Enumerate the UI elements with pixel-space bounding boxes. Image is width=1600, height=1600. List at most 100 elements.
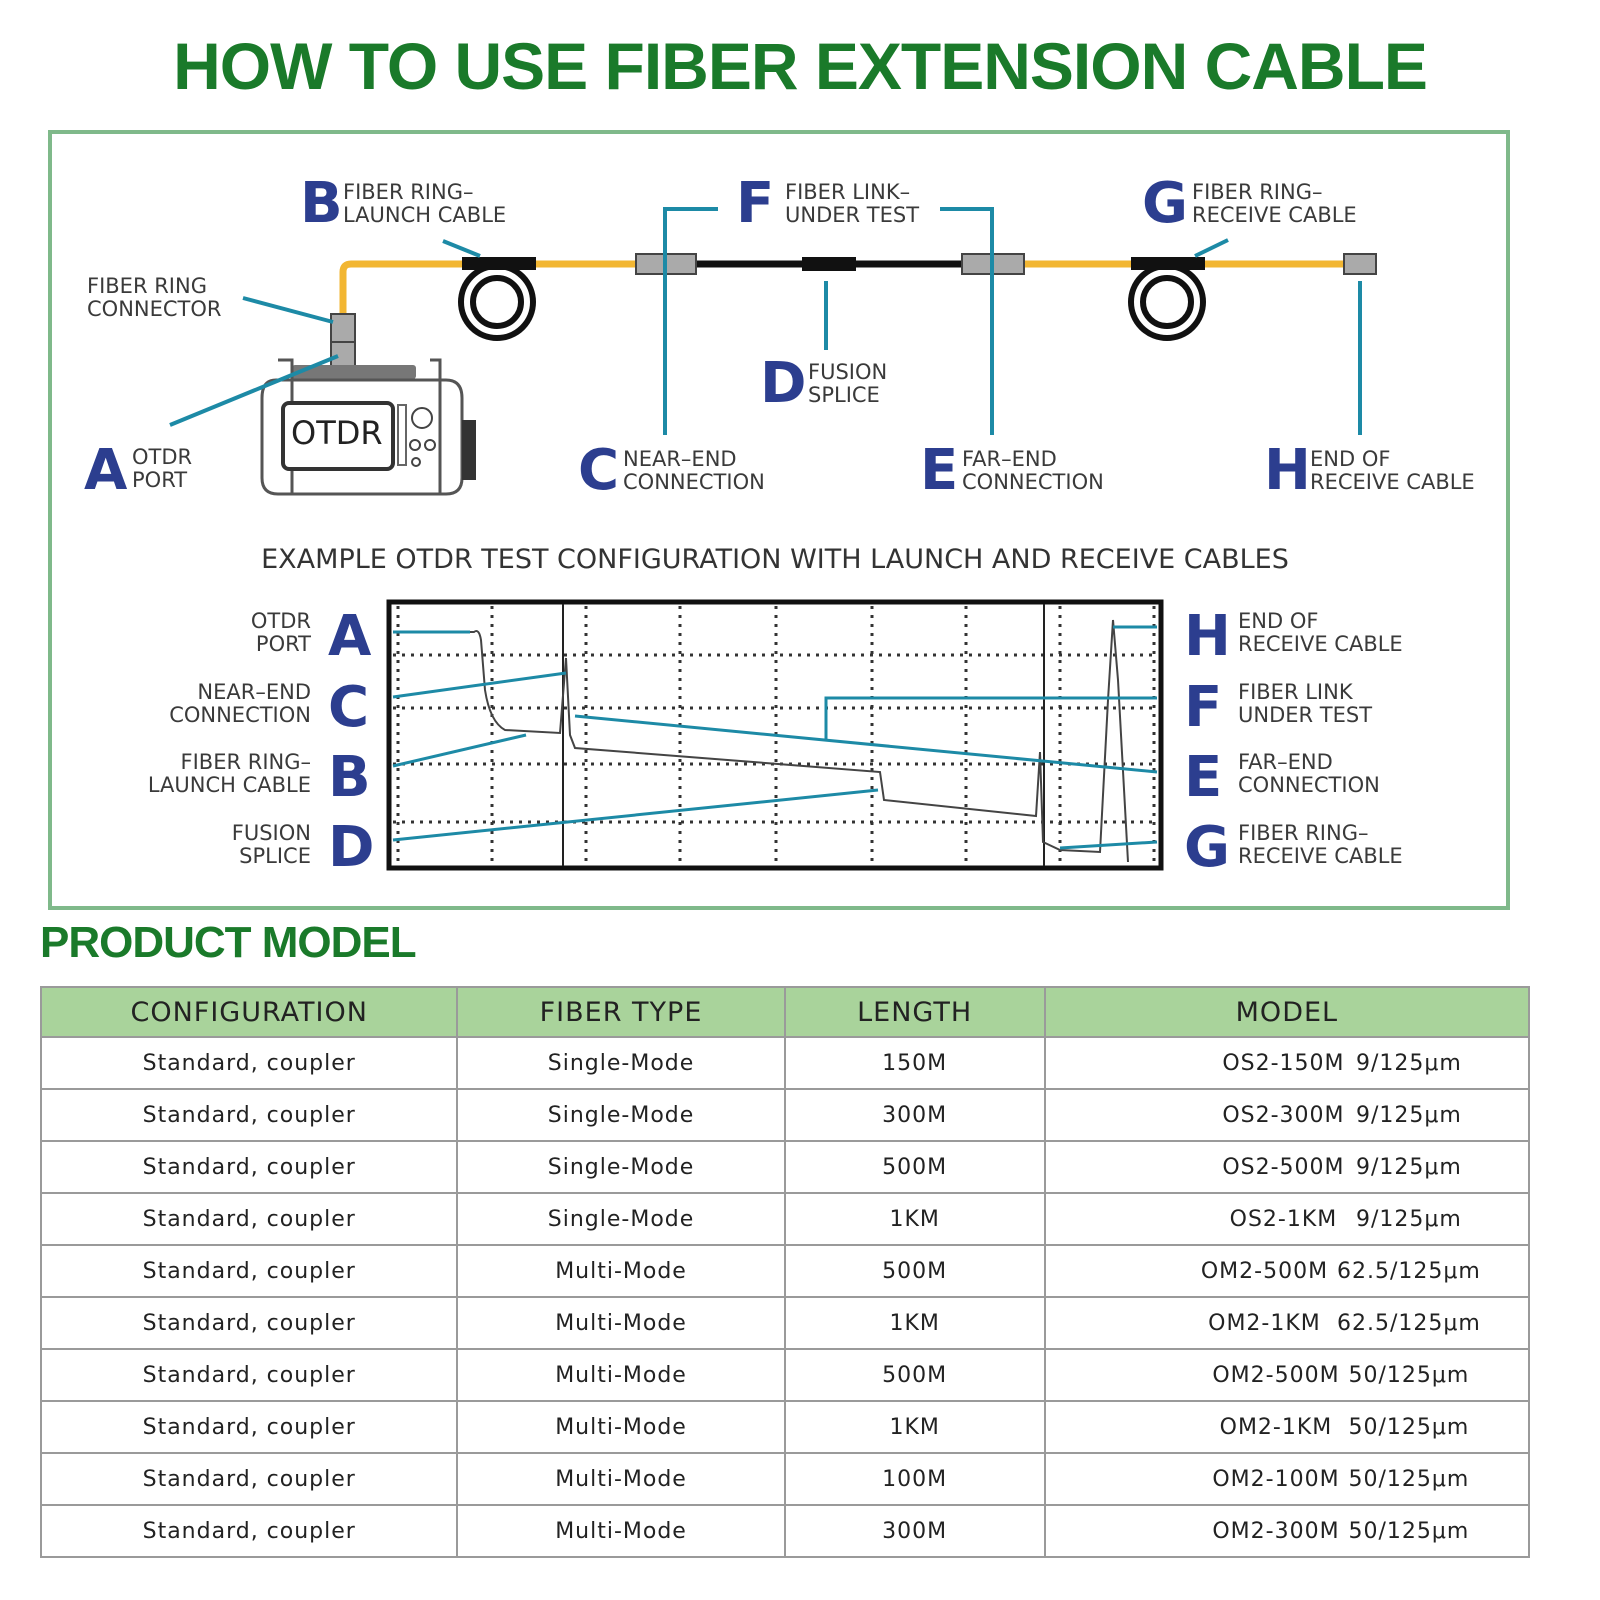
table-row: Standard, coupler Multi-Mode 100M OM2-10… xyxy=(39,1452,1531,1506)
launch-cable-ring xyxy=(458,257,536,341)
callout-a-line1: OTDR xyxy=(132,445,192,469)
cell-length: 500M xyxy=(783,1244,1046,1298)
callout-d-line2: SPLICE xyxy=(808,383,880,407)
table-row: Standard, coupler Single-Mode 300M OS2-3… xyxy=(39,1088,1531,1142)
trace-h-line2: RECEIVE CABLE xyxy=(1238,632,1403,656)
trace-d-letter: D xyxy=(328,815,374,880)
near-end-connector xyxy=(635,253,697,275)
model-code: OM2-300M xyxy=(1212,1518,1340,1544)
model-spec: 9/125μm xyxy=(1355,1102,1462,1128)
table-header-row: CONFIGURATION FIBER TYPE LENGTH MODEL xyxy=(39,986,1531,1038)
otdr-diagram: OTDR B FIBER RING– LAUNCH CABLE F FIBER … xyxy=(84,171,1475,880)
cell-fiber-type: Multi-Mode xyxy=(456,1348,786,1402)
cell-length: 150M xyxy=(783,1036,1046,1090)
model-spec: 62.5/125μm xyxy=(1336,1310,1481,1336)
cell-length: 500M xyxy=(783,1140,1046,1194)
cell-fiber-type: Single-Mode xyxy=(456,1192,786,1246)
callout-f-letter: F xyxy=(736,171,774,236)
cell-fiber-type: Multi-Mode xyxy=(456,1504,786,1558)
cell-length: 1KM xyxy=(783,1296,1046,1350)
callout-d-line1: FUSION xyxy=(808,360,887,384)
cell-model: OM2-500M 50/125μm xyxy=(1043,1348,1531,1402)
callout-h-letter: H xyxy=(1264,438,1311,503)
trace-b-line1: FIBER RING– xyxy=(181,750,311,774)
cell-length: 300M xyxy=(783,1088,1046,1142)
table-row: Standard, coupler Single-Mode 1KM OS2-1K… xyxy=(39,1192,1531,1246)
trace-a-line1: OTDR xyxy=(251,609,311,633)
cell-config: Standard, coupler xyxy=(39,1348,459,1402)
cell-fiber-type: Multi-Mode xyxy=(456,1400,786,1454)
callout-d-letter: D xyxy=(760,351,806,416)
table-row: Standard, coupler Multi-Mode 500M OM2-50… xyxy=(39,1348,1531,1402)
callout-leaders xyxy=(169,207,1362,435)
cell-model: OM2-500M 62.5/125μm xyxy=(1043,1244,1531,1298)
callout-b-line1: FIBER RING– xyxy=(343,180,473,204)
model-code: OM2-1KM xyxy=(1219,1414,1333,1440)
model-code: OS2-500M xyxy=(1222,1154,1345,1180)
model-code: OS2-150M xyxy=(1222,1050,1345,1076)
product-model-heading: PRODUCT MODEL xyxy=(40,918,417,967)
trace-h-letter: H xyxy=(1184,604,1231,669)
header-model: MODEL xyxy=(1043,986,1531,1038)
trace-b-line2: LAUNCH CABLE xyxy=(148,773,311,797)
cell-config: Standard, coupler xyxy=(39,1452,459,1506)
model-spec: 50/125μm xyxy=(1348,1518,1470,1544)
cell-fiber-type: Single-Mode xyxy=(456,1088,786,1142)
trace-a-line2: PORT xyxy=(256,632,311,656)
callout-c-line1: NEAR–END xyxy=(623,447,737,471)
trace-a-letter: A xyxy=(328,604,372,669)
header-length: LENGTH xyxy=(783,986,1046,1038)
model-code: OS2-300M xyxy=(1222,1102,1345,1128)
model-spec: 50/125μm xyxy=(1348,1362,1470,1388)
cell-config: Standard, coupler xyxy=(39,1504,459,1558)
cell-fiber-type: Multi-Mode xyxy=(456,1296,786,1350)
table-row: Standard, coupler Multi-Mode 1KM OM2-1KM… xyxy=(39,1400,1531,1454)
callout-h-line1: END OF xyxy=(1310,447,1390,471)
callout-e-letter: E xyxy=(920,438,958,503)
cell-length: 300M xyxy=(783,1504,1046,1558)
callout-f-line1: FIBER LINK– xyxy=(785,180,910,204)
trace-d-line2: SPLICE xyxy=(239,844,311,868)
table-row: Standard, coupler Multi-Mode 1KM OM2-1KM… xyxy=(39,1296,1531,1350)
page-title: HOW TO USE FIBER EXTENSION CABLE xyxy=(173,29,1428,103)
header-configuration: CONFIGURATION xyxy=(39,986,459,1038)
callout-c-line2: CONNECTION xyxy=(623,470,765,494)
table-row: Standard, coupler Single-Mode 150M OS2-1… xyxy=(39,1036,1531,1090)
cell-length: 500M xyxy=(783,1348,1046,1402)
cell-fiber-type: Single-Mode xyxy=(456,1036,786,1090)
callout-e-line2: CONNECTION xyxy=(962,470,1104,494)
model-code: OS2-1KM xyxy=(1229,1206,1338,1232)
launch-cable-line xyxy=(339,260,640,318)
cell-length: 1KM xyxy=(783,1192,1046,1246)
trace-c-line1: NEAR–END xyxy=(197,680,311,704)
model-spec: 50/125μm xyxy=(1348,1466,1470,1492)
table-row: Standard, coupler Multi-Mode 300M OM2-30… xyxy=(39,1504,1531,1558)
model-code: OM2-500M xyxy=(1212,1362,1340,1388)
cell-fiber-type: Multi-Mode xyxy=(456,1452,786,1506)
trace-f-line1: FIBER LINK xyxy=(1238,680,1354,704)
callout-b-line2: LAUNCH CABLE xyxy=(343,203,506,227)
table-row: Standard, coupler Multi-Mode 500M OM2-50… xyxy=(39,1244,1531,1298)
connector-label-line1: FIBER RING xyxy=(87,274,207,298)
cell-length: 100M xyxy=(783,1452,1046,1506)
cell-fiber-type: Multi-Mode xyxy=(456,1244,786,1298)
trace-f-line2: UNDER TEST xyxy=(1238,703,1372,727)
receive-end-connector xyxy=(1343,253,1377,275)
model-code: OM2-500M xyxy=(1200,1258,1329,1284)
trace-h-line1: END OF xyxy=(1238,609,1318,633)
model-spec: 62.5/125μm xyxy=(1336,1258,1481,1284)
cell-model: OS2-300M 9/125μm xyxy=(1043,1088,1531,1142)
trace-g-line2: RECEIVE CABLE xyxy=(1238,844,1403,868)
callout-b-letter: B xyxy=(300,171,343,236)
trace-g-line1: FIBER RING– xyxy=(1238,821,1368,845)
callout-a-line2: PORT xyxy=(132,468,187,492)
header-fiber-type: FIBER TYPE xyxy=(456,986,786,1038)
cell-config: Standard, coupler xyxy=(39,1244,459,1298)
trace-e-line2: CONNECTION xyxy=(1238,773,1380,797)
